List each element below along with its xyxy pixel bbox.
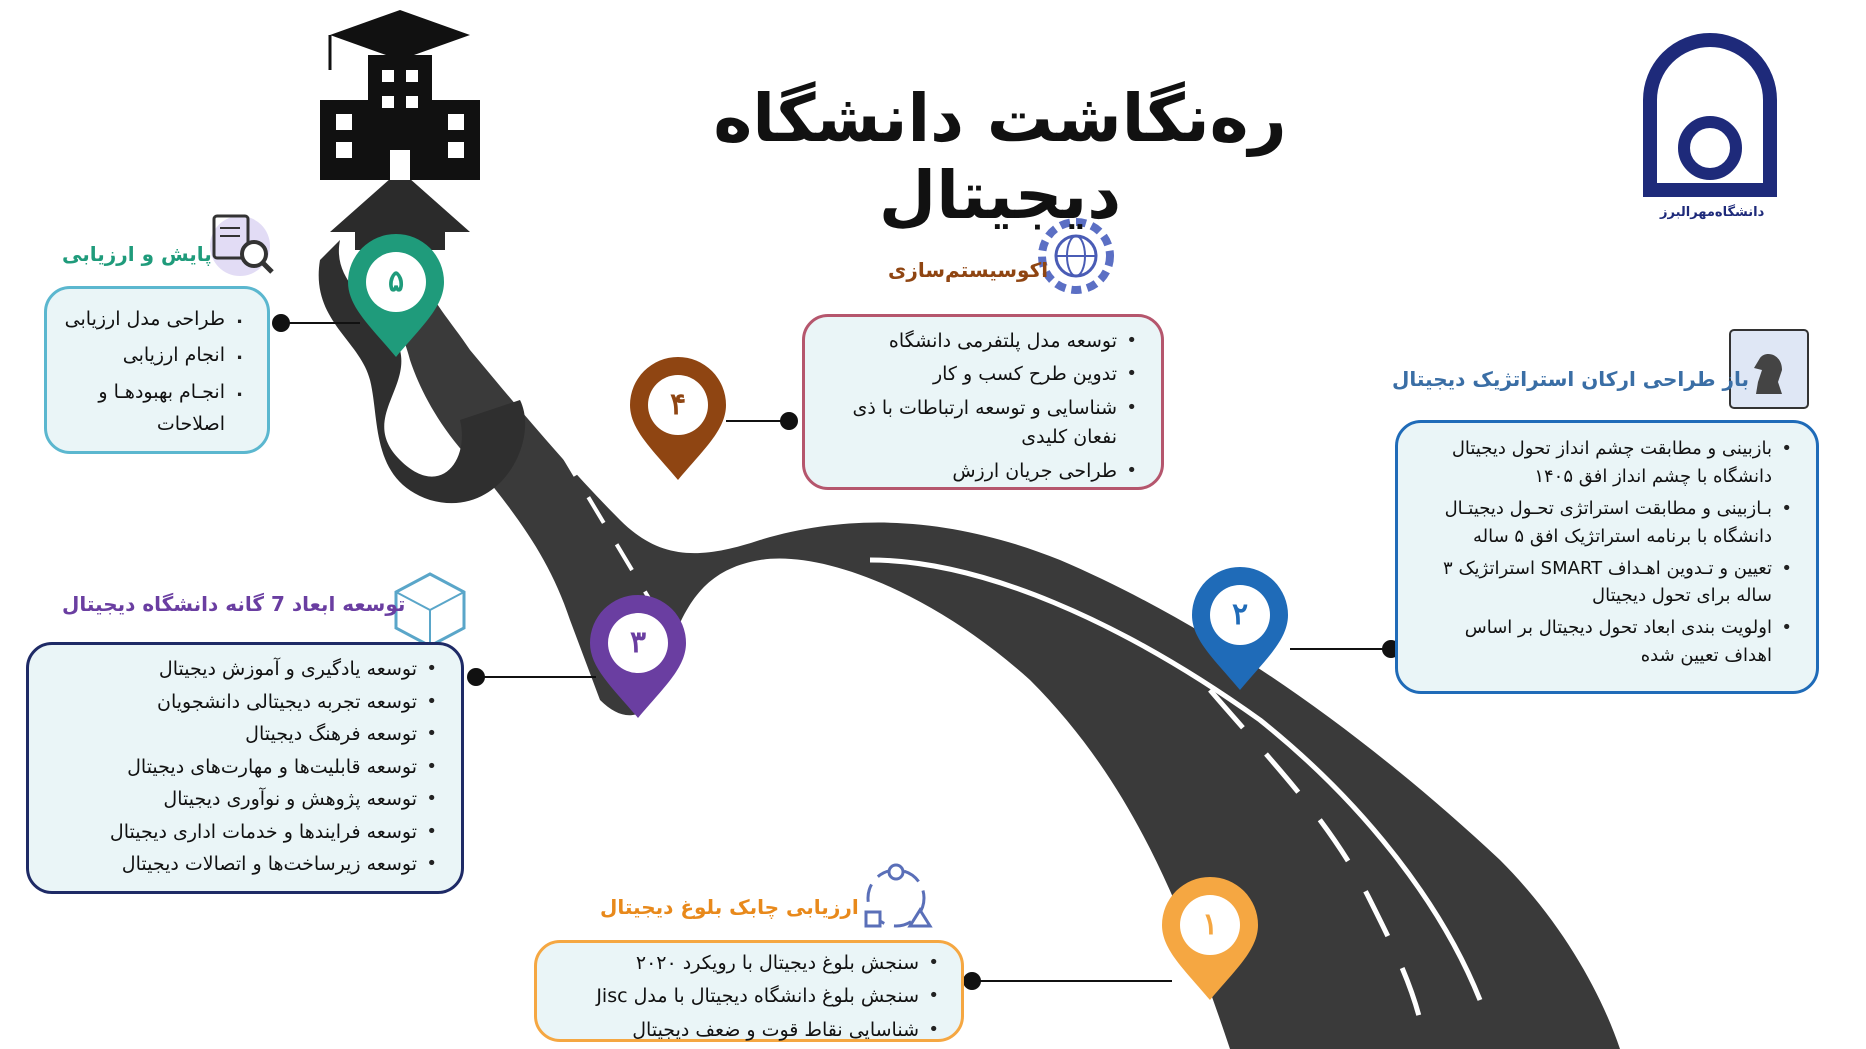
connector-1: [972, 980, 1172, 982]
page-title: رەنگاشت دانشگاه دیجیتال: [713, 80, 1287, 234]
step-2-item: بازبینی و مطابقت چشم انداز تحول دیجیتال …: [1414, 435, 1794, 491]
road-arrow-head: [330, 170, 470, 250]
connector-dot-5: [272, 314, 290, 332]
clipboard-search-icon: [210, 214, 274, 276]
step-3-item: توسعه فرهنگ دیجیتال: [43, 720, 439, 749]
step-2-heading: باز طراحی ارکان استراتژیک دیجیتال: [1392, 367, 1750, 391]
step-5-item: انجام ارزیابی: [61, 339, 243, 371]
step-5-box: طراحی مدل ارزیابی انجام ارزیابی انجـام ب…: [44, 286, 270, 454]
connector-4: [726, 420, 786, 422]
pin-number-2: ۲: [1210, 585, 1270, 645]
university-logo: [1643, 33, 1777, 197]
connector-dot-4: [780, 412, 798, 430]
step-2-box: بازبینی و مطابقت چشم انداز تحول دیجیتال …: [1395, 420, 1819, 694]
step-3-item: توسعه فرایندها و خدمات اداری دیجیتال: [43, 818, 439, 847]
step-4-heading: اکوسیستم‌سازی: [888, 258, 1049, 282]
step-3-item: توسعه یادگیری و آموزش دیجیتال: [43, 655, 439, 684]
step-1-item: سنجش بلوغ دانشگاه دیجیتال با مدل Jisc: [551, 982, 941, 1011]
step-1-item: شناسایی نقاط قوت و ضعف دیجیتال: [551, 1016, 941, 1045]
pin-number-1: ۱: [1180, 895, 1240, 955]
logo-year: ۱۳۸۳: [1660, 185, 1692, 200]
road-body: [370, 270, 1620, 1049]
step-4-item: تدوین طرح کسب و کار: [819, 360, 1139, 389]
step-3-item: توسعه پژوهش و نوآوری دیجیتال: [43, 785, 439, 814]
evaluation-cycle-icon: [864, 863, 933, 928]
step-4-box: توسعه مدل پلتفرمی دانشگاه تدوین طرح کسب …: [802, 314, 1164, 490]
cube-network-icon: [394, 572, 466, 648]
connector-dot-1: [963, 972, 981, 990]
step-5-item: طراحی مدل ارزیابی: [61, 303, 243, 335]
gear-globe-icon: [1038, 218, 1114, 294]
road-upper: [318, 240, 526, 504]
step-4-item: طراحی جریان ارزش: [819, 457, 1139, 486]
step-3-item: توسعه قابلیت‌ها و مهارت‌های دیجیتال: [43, 753, 439, 782]
step-1-heading: ارزیابی چابک بلوغ دیجیتال: [600, 895, 859, 919]
graduation-building-icon: [320, 10, 480, 180]
step-4-item: شناسایی و توسعه ارتباطات با ذی نفعان کلی…: [819, 394, 1139, 453]
step-3-heading: توسعه ابعاد 7 گانه دانشگاه دیجیتال: [62, 592, 406, 616]
connector-dot-3: [467, 668, 485, 686]
lane-marking-upper: [558, 448, 652, 602]
pin-number-4: ۴: [648, 375, 708, 435]
step-4-item: توسعه مدل پلتفرمی دانشگاه: [819, 327, 1139, 356]
logo-name: دانشگاه‌مهرالبرز: [1660, 205, 1765, 220]
step-3-box: توسعه یادگیری و آموزش دیجیتال توسعه تجرب…: [26, 642, 464, 894]
pin-number-5: ۵: [366, 252, 426, 312]
step-5-heading: پایش و ارزیابی: [62, 242, 212, 266]
step-2-item: اولویت بندی ابعاد تحول دیجیتال بر اساس ا…: [1414, 614, 1794, 670]
step-1-item: سنجش بلوغ دیجیتال با رویکرد ۲۰۲۰: [551, 949, 941, 978]
connector-5: [280, 322, 360, 324]
step-2-item: تعیین و تـدوین اهـداف SMART استراتژیک ۳ …: [1414, 555, 1794, 611]
lane-marking-right: [869, 557, 1483, 1001]
step-3-item: توسعه تجربه دیجیتالی دانشجویان: [43, 688, 439, 717]
connector-2: [1290, 648, 1390, 650]
step-2-item: بـازبینی و مطابقت استراتژی تحـول دیجیتـا…: [1414, 495, 1794, 551]
strategy-chess-icon: [1729, 329, 1809, 409]
step-5-item: انجـام بهبودهـا و اصلاحات: [61, 376, 243, 441]
pin-number-3: ۳: [608, 613, 668, 673]
connector-3: [476, 676, 596, 678]
step-1-box: سنجش بلوغ دیجیتال با رویکرد ۲۰۲۰ سنجش بل…: [534, 940, 964, 1045]
step-3-item: توسعه زیرساخت‌ها و اتصالات دیجیتال: [43, 850, 439, 879]
lane-marking-center: [1208, 688, 1423, 1021]
